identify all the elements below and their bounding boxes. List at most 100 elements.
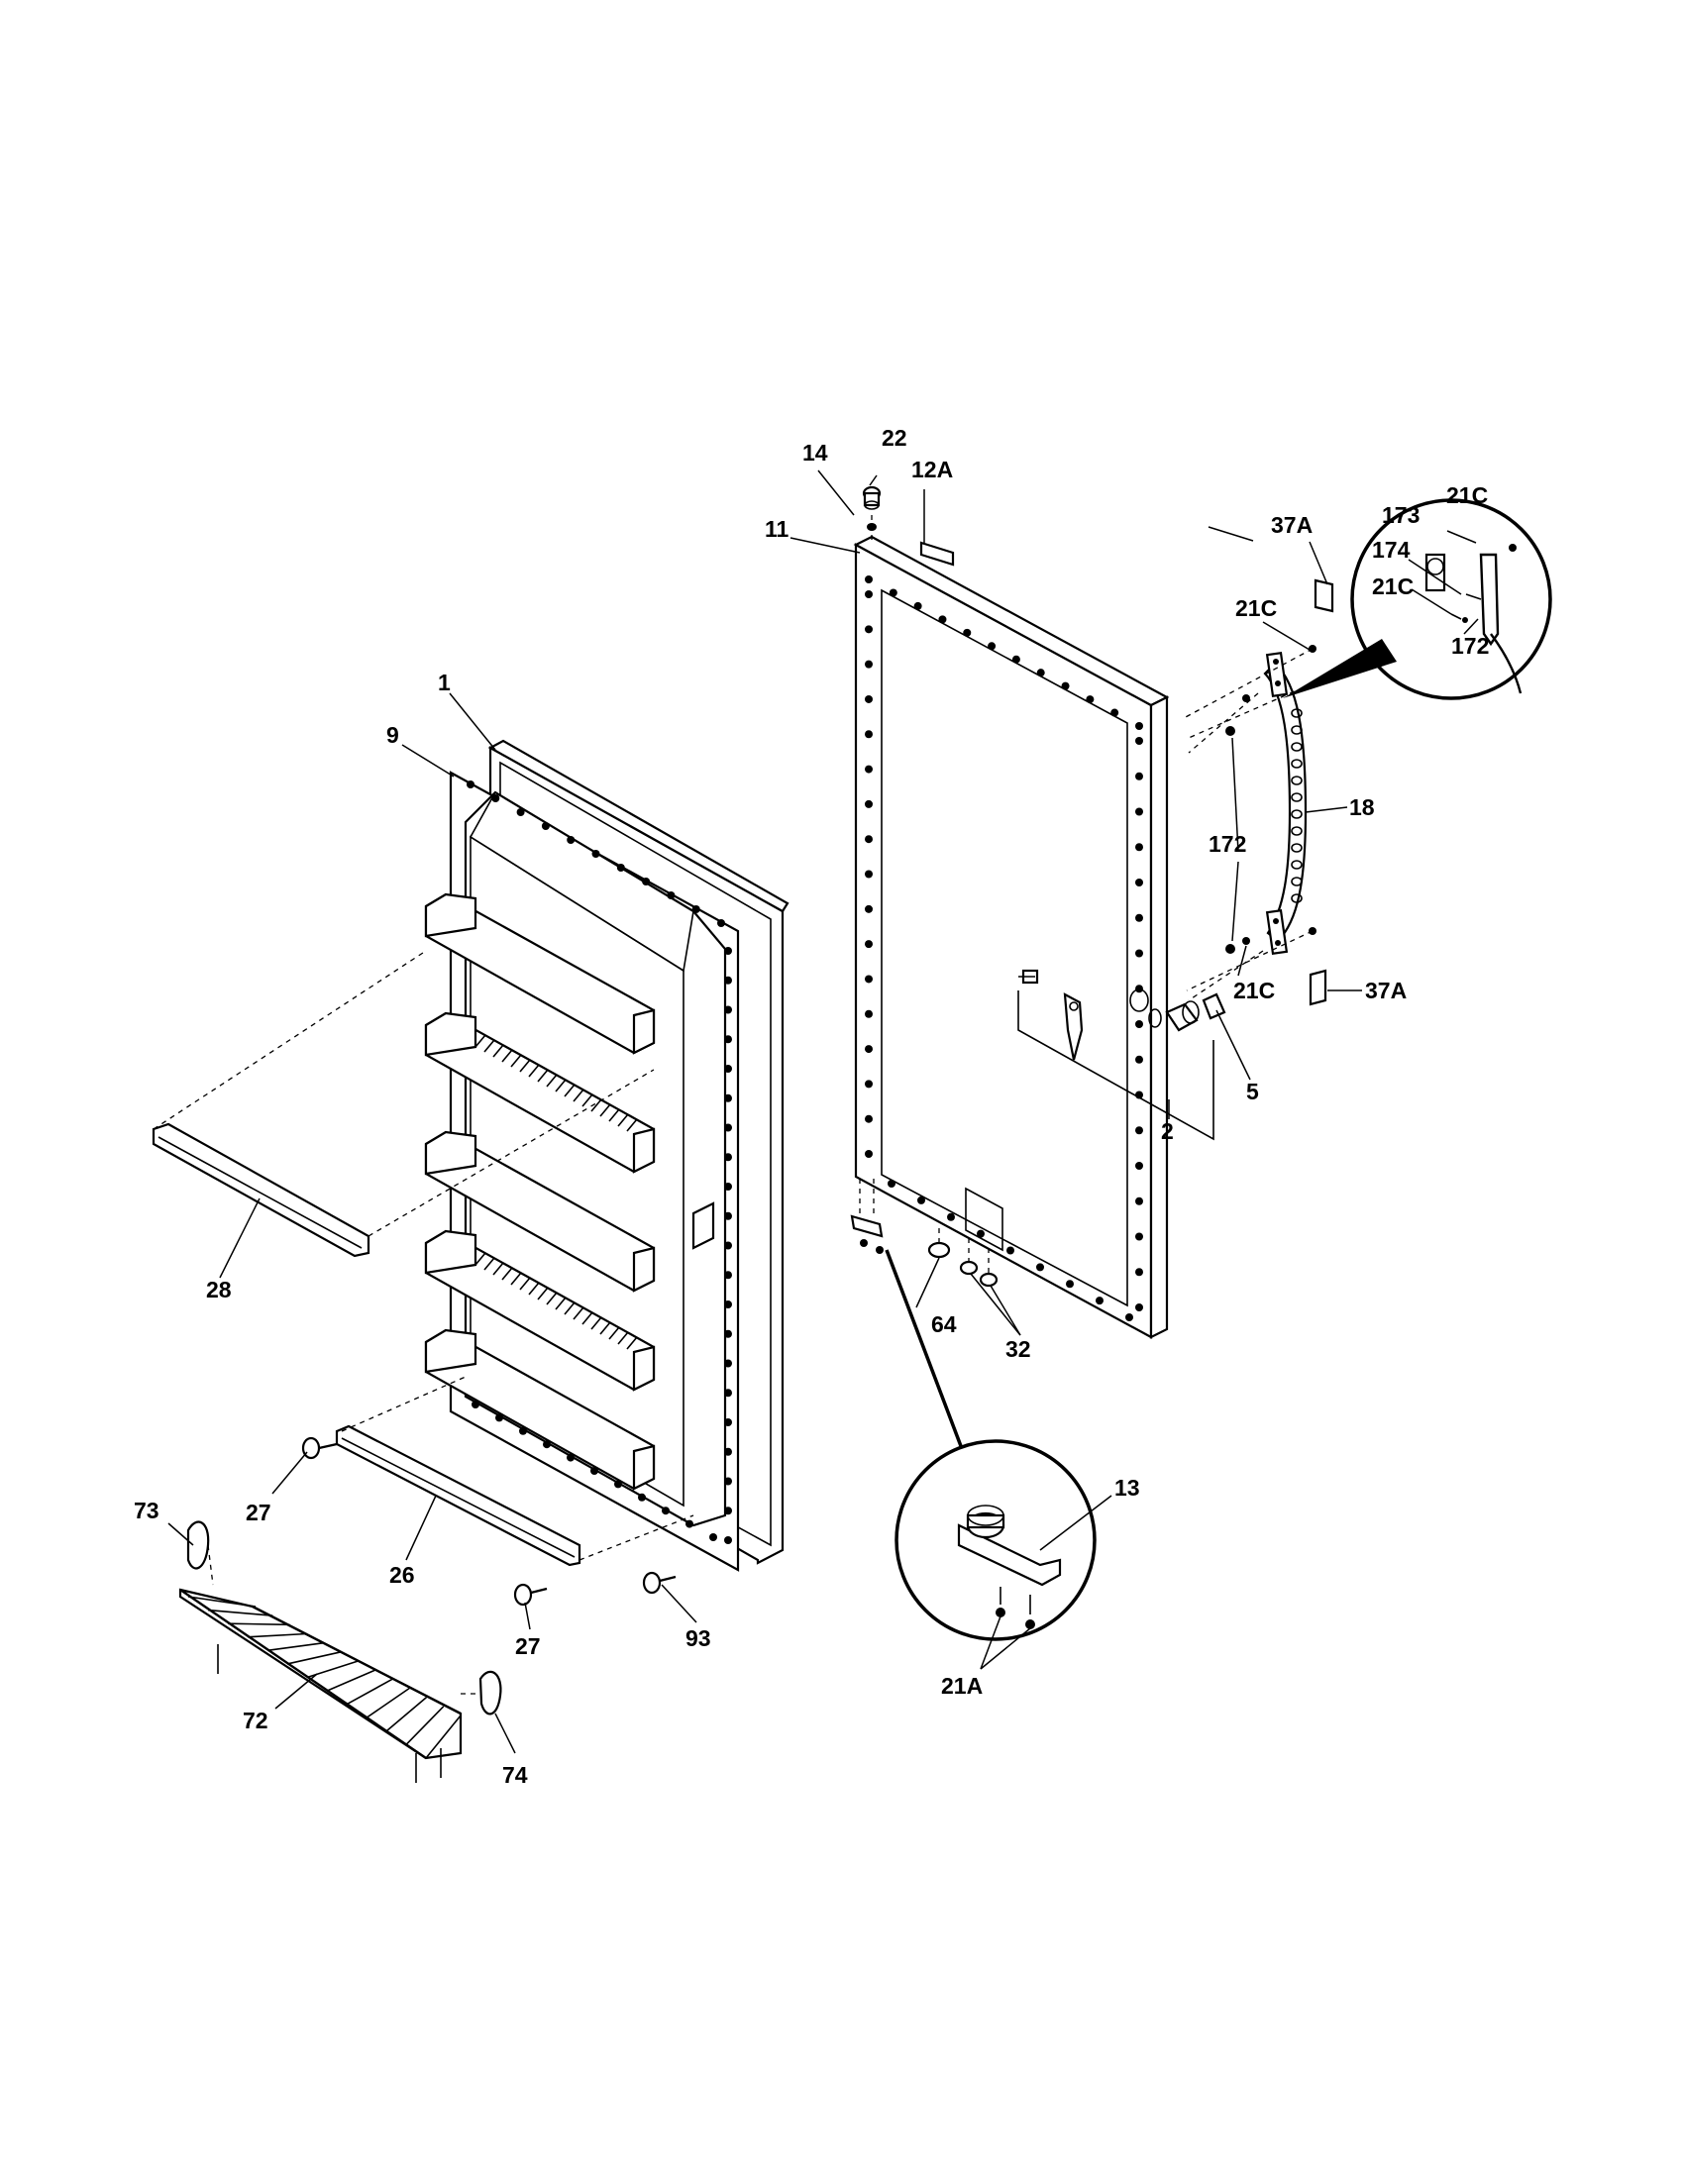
panel-screw-hole bbox=[865, 625, 873, 634]
liner-screw-hole bbox=[567, 1453, 575, 1462]
basket-rib bbox=[405, 1706, 445, 1745]
label-12a: 12A bbox=[911, 457, 953, 482]
basket-rib bbox=[326, 1669, 376, 1692]
basket-rib bbox=[366, 1687, 410, 1718]
handle-grip-rib bbox=[1291, 776, 1303, 785]
panel-screw-hole bbox=[1135, 722, 1143, 730]
shelf-rib bbox=[528, 1064, 540, 1078]
panel-screw-hole bbox=[865, 870, 873, 879]
basket-rib bbox=[266, 1641, 325, 1652]
shelf-rib bbox=[617, 1113, 629, 1127]
shelf-rib bbox=[501, 1267, 513, 1281]
label-14: 14 bbox=[802, 440, 828, 466]
liner-screw-hole bbox=[724, 1241, 732, 1250]
liner-screw-hole bbox=[724, 1065, 732, 1073]
handle-grip-rib bbox=[1291, 708, 1303, 718]
inner-liner-door bbox=[424, 739, 789, 1572]
label-13: 13 bbox=[1114, 1475, 1140, 1501]
label-73: 73 bbox=[134, 1498, 159, 1523]
handle-grip-rib bbox=[1291, 860, 1303, 870]
panel-screw-hole bbox=[938, 615, 947, 624]
panel-screw-hole bbox=[888, 1180, 895, 1188]
shelf-rib bbox=[483, 1257, 495, 1271]
liner-screw-hole bbox=[516, 808, 525, 816]
liner-screw-hole bbox=[724, 1005, 732, 1014]
basket-rib bbox=[187, 1596, 257, 1608]
label-27-left: 27 bbox=[246, 1500, 271, 1525]
label-28: 28 bbox=[206, 1277, 232, 1302]
bottom-hinge-parts bbox=[850, 1179, 999, 1447]
label-64: 64 bbox=[931, 1311, 957, 1337]
label-11: 11 bbox=[765, 516, 789, 542]
shelf-rib bbox=[510, 1054, 522, 1068]
label-37a-top: 37A bbox=[1271, 512, 1313, 538]
basket-rib bbox=[227, 1622, 290, 1626]
label-72: 72 bbox=[243, 1708, 268, 1733]
shelf-rib bbox=[590, 1316, 602, 1330]
shelf-rib bbox=[483, 1039, 495, 1053]
panel-screw-hole bbox=[1011, 655, 1020, 664]
liner-screw-hole bbox=[724, 1271, 732, 1280]
bottom-basket bbox=[178, 1520, 502, 1783]
liner-screw-hole bbox=[642, 878, 651, 885]
basket-rib bbox=[247, 1632, 307, 1638]
panel-screw-hole bbox=[977, 1229, 985, 1238]
panel-screw-hole bbox=[1125, 1313, 1133, 1321]
liner-screw-hole bbox=[724, 976, 732, 985]
top-fasteners bbox=[862, 485, 955, 567]
panel-screw-hole bbox=[865, 575, 873, 583]
liner-screw-hole bbox=[724, 1507, 732, 1515]
label-37a-bottom: 37A bbox=[1365, 978, 1407, 1003]
handle-detail-inset bbox=[1283, 498, 1552, 700]
handle-grip-rib bbox=[1291, 826, 1303, 836]
lock-assembly bbox=[1148, 992, 1226, 1099]
panel-screw-hole bbox=[1135, 1055, 1143, 1064]
outer-door-panel bbox=[853, 535, 1214, 1339]
shelf-rib bbox=[555, 1079, 567, 1092]
shelf-rib bbox=[546, 1074, 558, 1088]
shelf-rib bbox=[510, 1272, 522, 1286]
shelf-rib bbox=[528, 1282, 540, 1296]
shelf-rib bbox=[608, 1326, 620, 1340]
panel-screw-hole bbox=[865, 730, 873, 739]
shelf-rib bbox=[519, 1277, 531, 1291]
label-26: 26 bbox=[389, 1562, 415, 1588]
panel-screw-hole bbox=[1135, 807, 1143, 816]
basket-rib bbox=[207, 1609, 273, 1616]
door-shelf bbox=[424, 1229, 656, 1392]
panel-screw-hole bbox=[1135, 843, 1143, 852]
hinge-detail-inset bbox=[895, 1439, 1097, 1641]
label-9: 9 bbox=[386, 722, 399, 748]
label-21c-top: 21C bbox=[1235, 595, 1277, 621]
liner-screw-hole bbox=[685, 1519, 693, 1528]
liner-screw-hole bbox=[590, 1467, 598, 1475]
panel-screw-hole bbox=[865, 835, 873, 844]
panel-screw-hole bbox=[865, 1080, 873, 1089]
shelf-rib bbox=[546, 1292, 558, 1305]
label-27-bottom: 27 bbox=[515, 1633, 541, 1659]
shelf-rib bbox=[581, 1093, 593, 1107]
panel-screw-hole bbox=[1135, 737, 1143, 745]
liner-screw-hole bbox=[724, 1153, 732, 1162]
liner-screw-hole bbox=[543, 1440, 551, 1449]
label-173: 173 bbox=[1382, 502, 1420, 528]
panel-screw-hole bbox=[1135, 1268, 1143, 1277]
panel-screw-hole bbox=[988, 642, 997, 651]
panel-screw-hole bbox=[1066, 1280, 1074, 1289]
handle-grip-rib bbox=[1291, 843, 1303, 853]
door-shelf bbox=[424, 892, 656, 1055]
shelf-rib bbox=[573, 1089, 584, 1102]
shelf-rib bbox=[564, 1301, 576, 1315]
shelf-rib bbox=[599, 1321, 611, 1335]
liner-screw-hole bbox=[467, 780, 474, 788]
label-172-inset: 172 bbox=[1451, 633, 1489, 659]
panel-screw-hole bbox=[1135, 879, 1143, 886]
label-74: 74 bbox=[502, 1762, 528, 1788]
door-shelf bbox=[424, 1130, 656, 1293]
panel-screw-hole bbox=[1135, 1232, 1143, 1241]
panel-screw-hole bbox=[1135, 949, 1143, 958]
handle-grip-rib bbox=[1291, 742, 1303, 752]
shelf-rib bbox=[501, 1049, 513, 1063]
shelf-rib bbox=[599, 1103, 611, 1117]
shelf-rib bbox=[555, 1297, 567, 1310]
